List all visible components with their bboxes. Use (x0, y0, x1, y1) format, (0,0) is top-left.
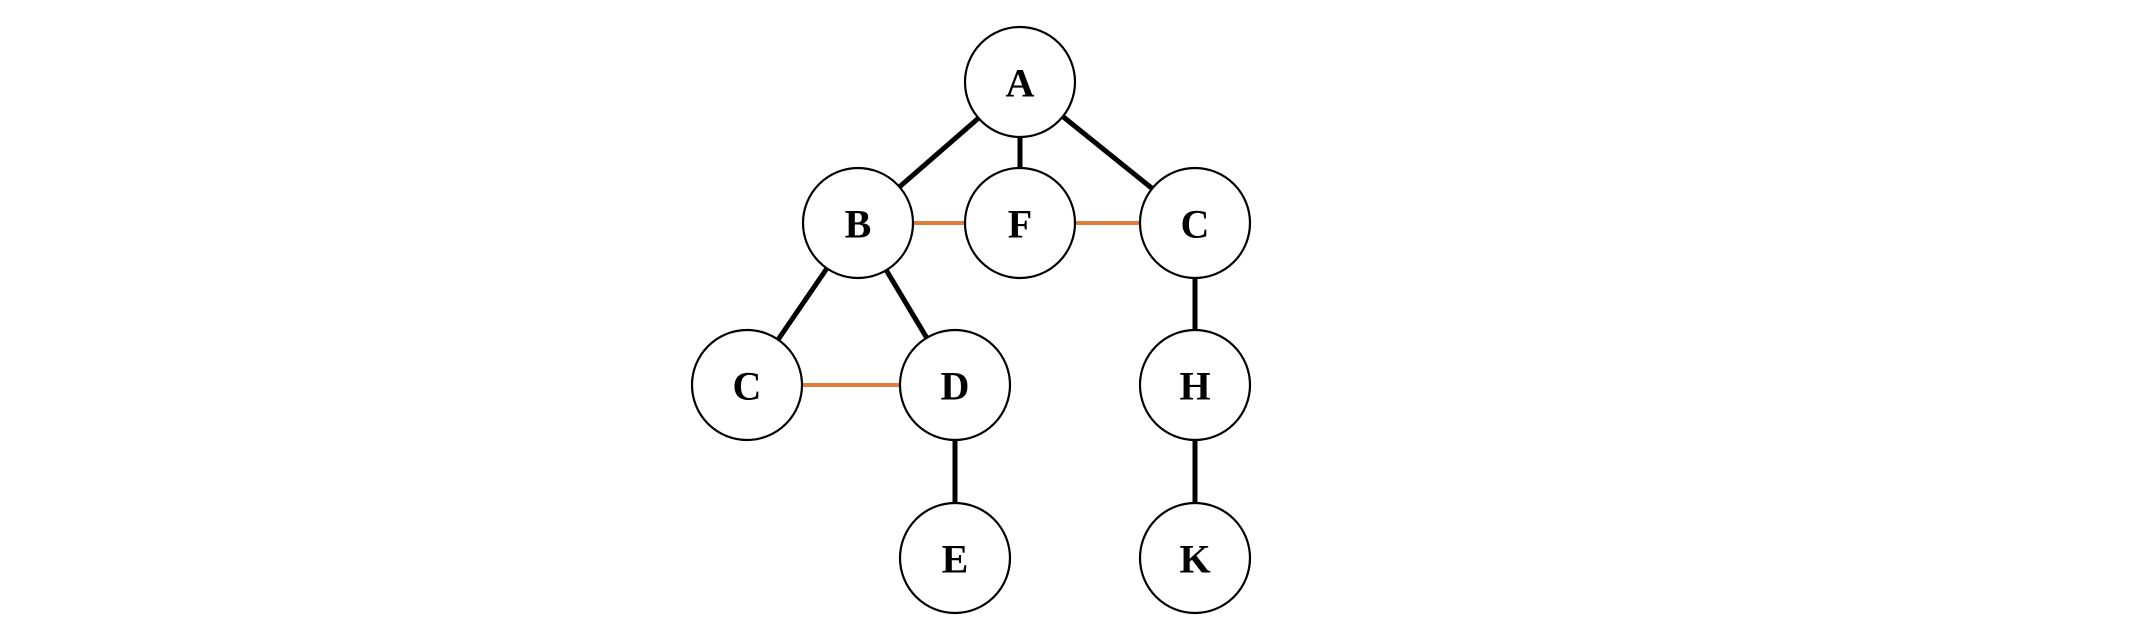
graph-node-circle-h[interactable] (1138, 328, 1252, 442)
graph-node-d[interactable]: D (898, 328, 1012, 442)
graph-node-e[interactable]: E (898, 501, 1012, 615)
graph-node-label-c: C (733, 364, 762, 409)
graph-node-circle-k[interactable] (1138, 501, 1252, 615)
edge-layer (776, 114, 1198, 503)
graph-node-circle-d[interactable] (898, 328, 1012, 442)
graph-node-circle-b[interactable] (801, 166, 915, 280)
graph-node-label-h: H (1179, 364, 1210, 409)
graph-node-label-d: D (941, 364, 970, 409)
graph-edge-a-c[interactable] (1061, 114, 1154, 191)
graph-node-c[interactable]: C (1138, 166, 1252, 280)
graph-node-label-c: C (1181, 202, 1210, 247)
graph-node-label-b: B (845, 202, 872, 247)
graph-node-circle-a[interactable] (963, 25, 1077, 139)
graph-node-circle-f[interactable] (963, 166, 1077, 280)
graph-node-circle-c[interactable] (1138, 166, 1252, 280)
node-layer: A B F C C D H E K (690, 25, 1252, 615)
graph-node-k[interactable]: K (1138, 501, 1252, 615)
graph-node-circle-e[interactable] (898, 501, 1012, 615)
graph-node-a[interactable]: A (963, 25, 1077, 139)
graph-node-b[interactable]: B (801, 166, 915, 280)
graph-node-f[interactable]: F (963, 166, 1077, 280)
graph-node-label-f: F (1008, 202, 1032, 247)
graph-node-circle-c[interactable] (690, 328, 804, 442)
graph-edge-b-d[interactable] (884, 268, 929, 340)
graph-edge-a-b[interactable] (897, 116, 981, 189)
graph-node-label-k: K (1179, 537, 1210, 582)
graph-node-c[interactable]: C (690, 328, 804, 442)
graph-node-label-e: E (942, 537, 969, 582)
graph-edge-b-c[interactable] (776, 266, 829, 342)
graph-node-label-a: A (1006, 61, 1035, 106)
graph-node-h[interactable]: H (1138, 328, 1252, 442)
